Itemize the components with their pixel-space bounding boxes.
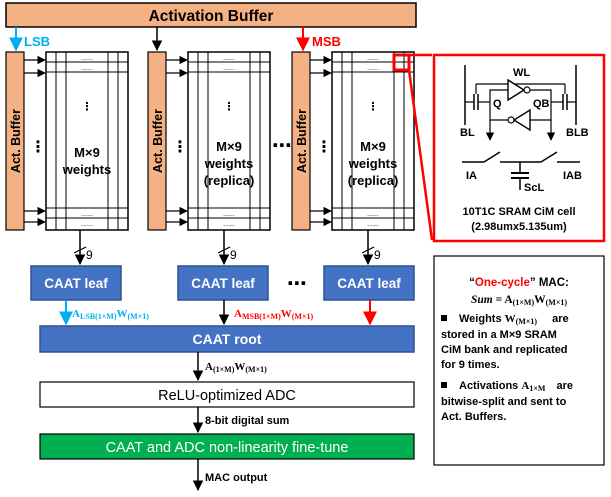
lsb-label: LSB — [24, 34, 50, 49]
note-p1-line1: Weights W(M×1) are — [459, 313, 569, 326]
svg-text:......: ...... — [367, 221, 379, 228]
act-buffer-column-1 — [5, 51, 25, 231]
msb-partial-product: AMSB(1×M)W(M×1) — [234, 308, 314, 321]
svg-text:......: ...... — [367, 211, 379, 218]
zoom-line-bottom — [407, 69, 434, 241]
scl-label: ScL — [524, 182, 544, 194]
act-buffer-column-3 — [291, 51, 311, 231]
bank-1-line2: weights — [62, 162, 111, 177]
bank-2: Act. Buffer ⋮ ...... ...... ...... .....… — [147, 51, 271, 231]
act-buffer-side-label-3: Act. Buffer — [295, 109, 309, 173]
svg-text:⋮: ⋮ — [172, 139, 188, 156]
notes-box: “One-cycle” MAC: Sum = A(1×M)W(M×1) Weig… — [433, 255, 605, 466]
svg-text:ReLU-optimized ADC: ReLU-optimized ADC — [158, 388, 296, 404]
svg-text:......: ...... — [81, 221, 93, 228]
bl-label: BL — [460, 127, 475, 139]
svg-text:......: ...... — [223, 65, 235, 72]
iab-label: IAB — [563, 170, 582, 182]
svg-text:......: ...... — [223, 211, 235, 218]
h-dots-1: ⋮ — [30, 139, 46, 156]
wl-label: WL — [513, 67, 530, 79]
highlighted-cell — [392, 53, 411, 72]
activation-buffer-label: Activation Buffer — [149, 8, 274, 25]
bank-ellipsis: ⋯ — [272, 135, 292, 157]
note-p1-line4: for 9 times. — [441, 359, 500, 371]
act-buffer-column-2 — [147, 51, 167, 231]
caat-leaf-3: CAAT leaf — [323, 265, 415, 301]
bullet-1 — [441, 315, 447, 321]
svg-text:......: ...... — [81, 55, 93, 62]
svg-text:......: ...... — [367, 55, 379, 62]
svg-text:CAAT root: CAAT root — [193, 331, 262, 347]
bank-2-line2: weights — [204, 156, 253, 171]
note-p1-line3: CiM bank and replicated — [441, 344, 568, 356]
caat-root: CAAT root — [39, 325, 415, 353]
weight-array-2 — [187, 51, 271, 231]
bank-1: Act. Buffer ⋮ ...... ...... ...... .....… — [5, 51, 129, 231]
root-output-label: A(1×M)W(M×1) — [205, 361, 267, 374]
bank-3-line2: weights — [348, 156, 397, 171]
svg-text:CAAT leaf: CAAT leaf — [191, 276, 255, 291]
svg-text:......: ...... — [223, 55, 235, 62]
relu-adc-block: ReLU-optimized ADC — [39, 381, 415, 408]
cell-caption-line2: (2.98umx5.135um) — [471, 221, 567, 233]
blb-label: BLB — [566, 127, 589, 139]
bank-1-line1: M×9 — [74, 145, 100, 160]
leaf-ellipsis: ⋯ — [287, 273, 307, 295]
act-buffer-side-label-1: Act. Buffer — [9, 109, 23, 173]
svg-text:⋮: ⋮ — [224, 101, 235, 113]
lsb-partial-product: ALSB(1×M)W(M×1) — [72, 308, 149, 321]
svg-text:......: ...... — [367, 65, 379, 72]
svg-text:CAAT leaf: CAAT leaf — [44, 276, 108, 291]
ia-label: IA — [466, 170, 477, 182]
caat-leaf-1: CAAT leaf — [30, 265, 122, 301]
finetune-block: CAAT and ADC non-linearity fine-tune — [39, 433, 415, 460]
svg-text:CAAT leaf: CAAT leaf — [337, 276, 401, 291]
qb-label: QB — [533, 98, 550, 110]
bank-3-line1: M×9 — [360, 139, 386, 154]
note-p2-line3: Act. Buffers. — [441, 411, 506, 423]
bank-2-line3: (replica) — [204, 173, 255, 188]
weight-array-1 — [45, 51, 129, 231]
note-p2-line1: Activations A1×M are — [459, 380, 573, 393]
bank-3: Act. Buffer ⋮ ...... ...... ...... .....… — [291, 51, 415, 231]
svg-text:......: ...... — [81, 211, 93, 218]
act-buffer-side-label-2: Act. Buffer — [151, 109, 165, 173]
svg-text:......: ...... — [81, 65, 93, 72]
bank-3-line3: (replica) — [348, 173, 399, 188]
notes-title: “One-cycle” MAC: — [469, 277, 569, 289]
activation-buffer-block: Activation Buffer — [5, 2, 417, 28]
bullet-2 — [441, 382, 447, 388]
bank-outputs: 9 9 9 — [73, 230, 381, 266]
svg-text:CAAT and ADC non-linearity fin: CAAT and ADC non-linearity fine-tune — [106, 440, 349, 456]
bank-2-line1: M×9 — [216, 139, 242, 154]
cell-caption-line1: 10T1C SRAM CiM cell — [462, 206, 575, 218]
note-p2-line2: bitwise-split and sent to — [441, 396, 567, 408]
notes-formula: Sum = A(1×M)W(M×1) — [471, 294, 567, 307]
svg-text:⋮: ⋮ — [316, 139, 332, 156]
sram-cell-detail: BL BLB WL Q QB IA IAB — [432, 53, 606, 243]
svg-text:9: 9 — [86, 248, 93, 262]
svg-text:9: 9 — [230, 248, 237, 262]
svg-text:9: 9 — [374, 248, 381, 262]
svg-text:⋮: ⋮ — [82, 101, 93, 113]
q-label: Q — [493, 98, 502, 110]
caat-leaf-2: CAAT leaf — [177, 265, 269, 301]
msb-label: MSB — [312, 34, 341, 49]
note-p1-line2: stored in a M×9 SRAM — [441, 329, 557, 341]
weight-array-3 — [331, 51, 415, 231]
svg-text:......: ...... — [223, 221, 235, 228]
digital-sum-label: 8-bit digital sum — [205, 415, 290, 427]
svg-text:⋮: ⋮ — [368, 101, 379, 113]
mac-output-label: MAC output — [205, 472, 268, 484]
